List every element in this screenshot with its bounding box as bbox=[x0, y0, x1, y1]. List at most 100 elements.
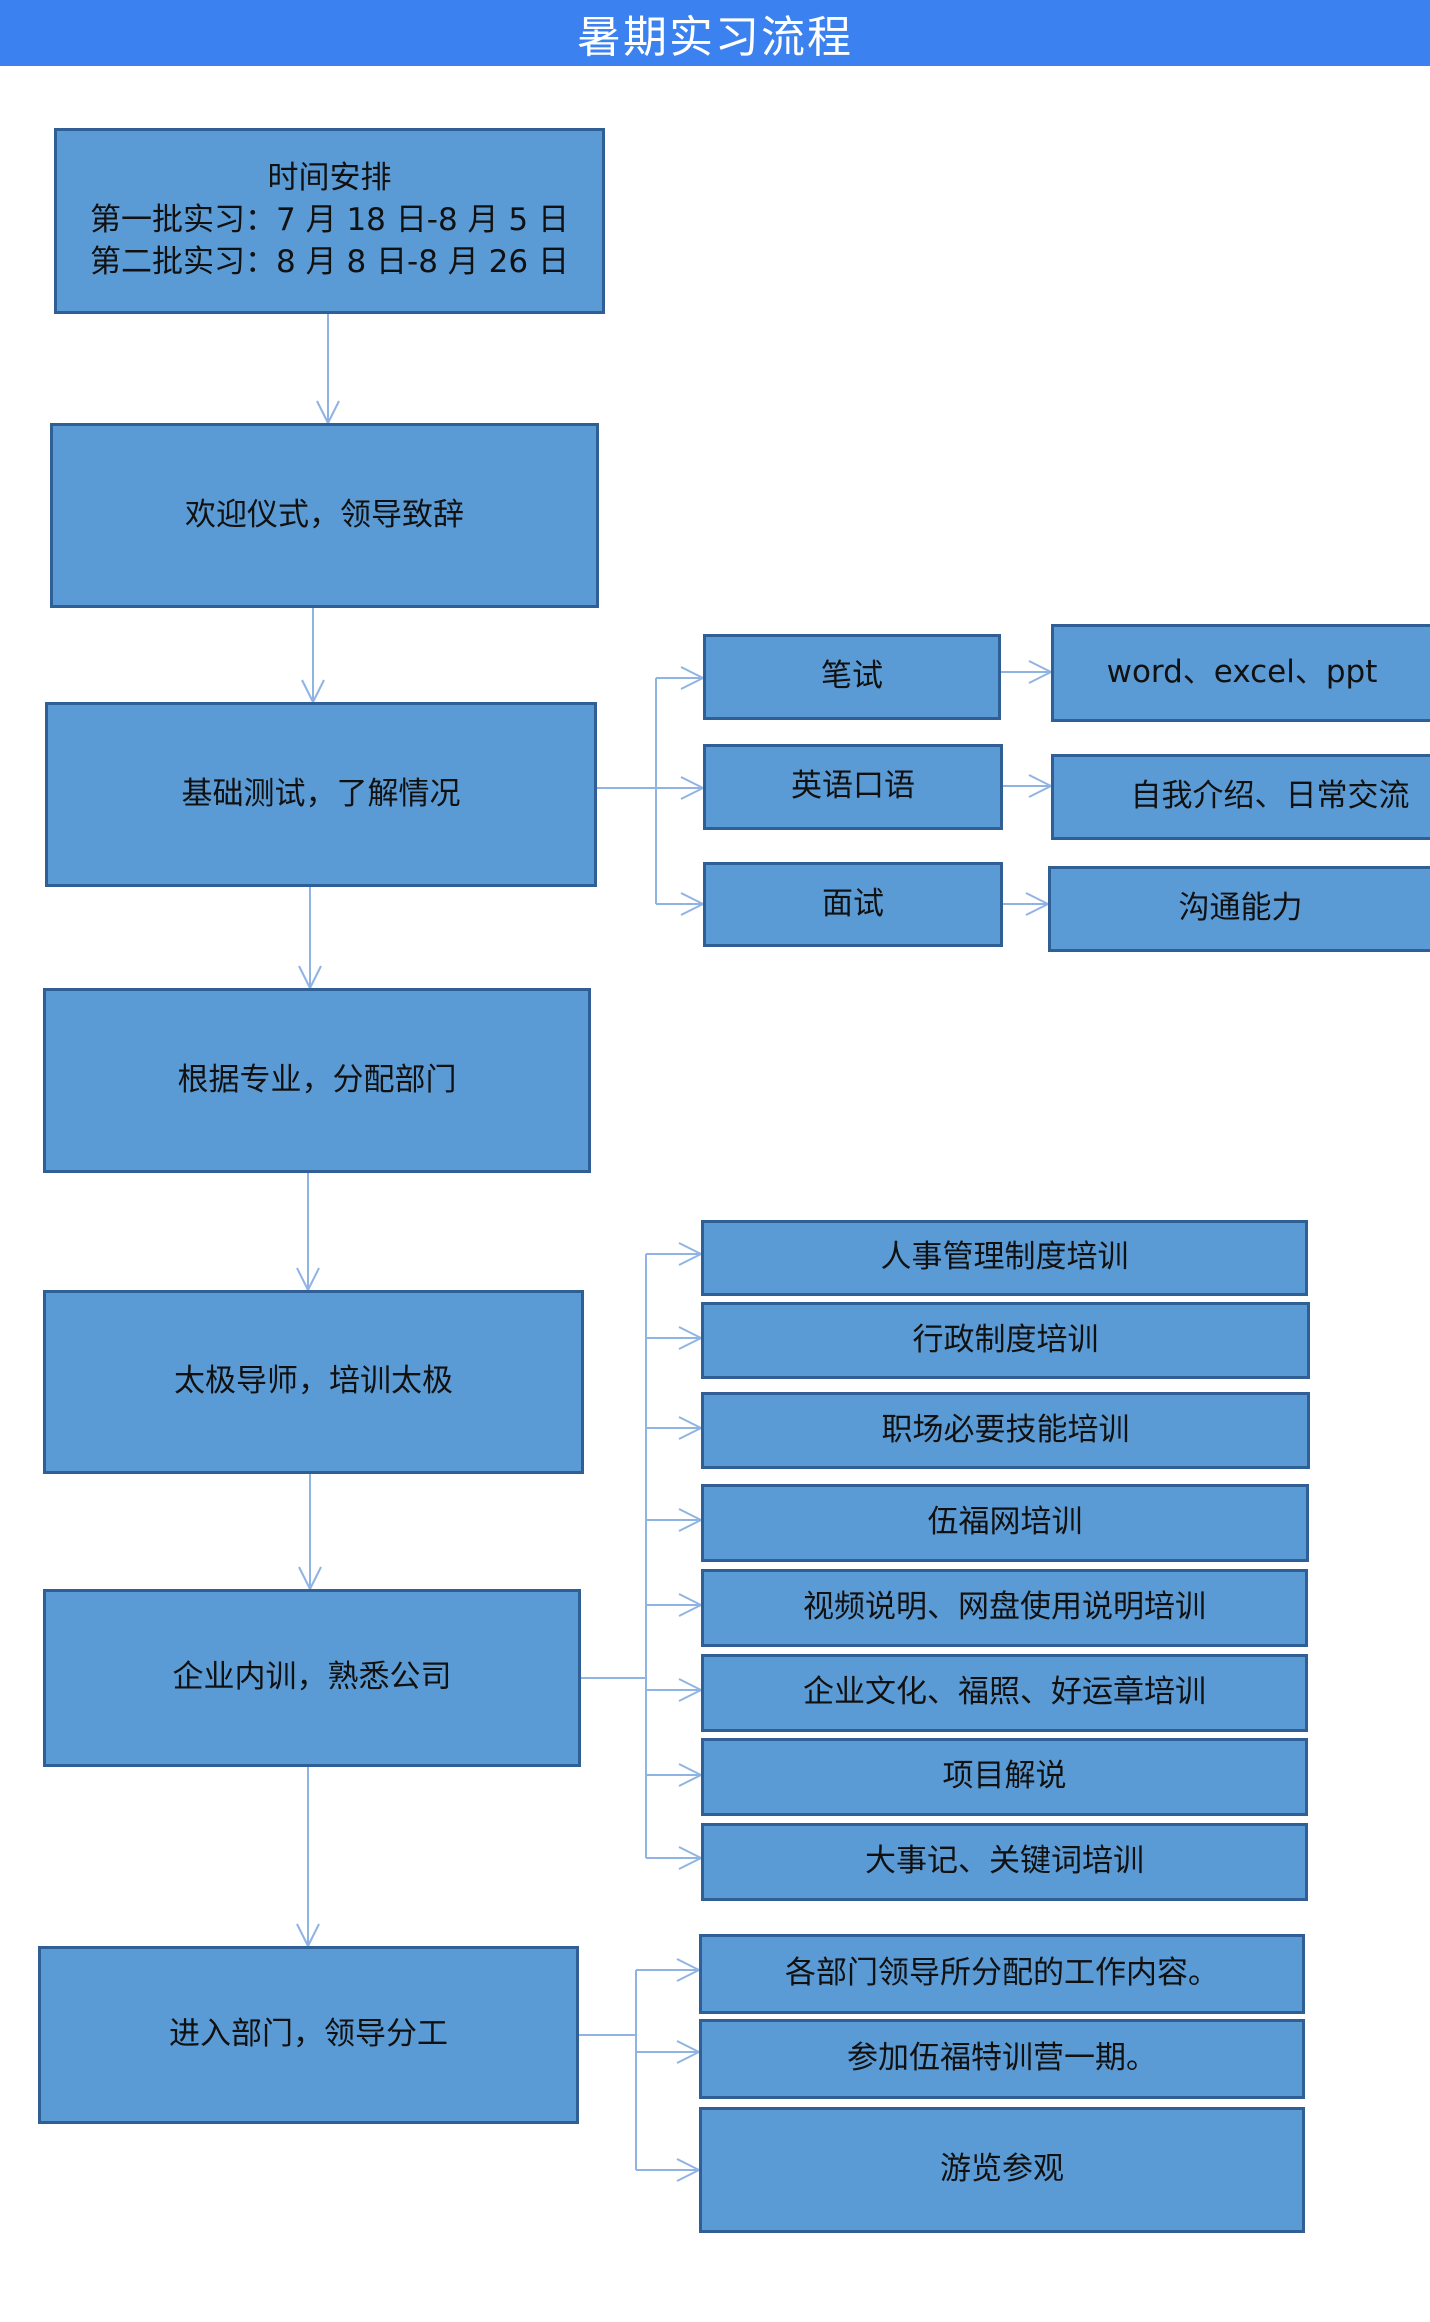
arrowhead bbox=[312, 679, 325, 703]
test-oral-english-label: 英语口语 bbox=[791, 768, 915, 805]
arrowhead bbox=[678, 1763, 702, 1776]
arrowhead bbox=[676, 2158, 700, 2171]
dept-item: 游览参观 bbox=[699, 2107, 1305, 2233]
arrowhead bbox=[678, 1416, 702, 1429]
training-item-label: 人事管理制度培训 bbox=[880, 1239, 1129, 1276]
step-welcome-label: 欢迎仪式，领导致辞 bbox=[185, 496, 464, 533]
training-item-label: 视频说明、网盘使用说明培训 bbox=[803, 1589, 1206, 1626]
written-detail-label: word、excel、ppt bbox=[1106, 654, 1378, 691]
training-item-label: 职场必要技能培训 bbox=[881, 1411, 1130, 1448]
schedule-batch-1: 第一批实习：7 月 18 日-8 月 5 日 bbox=[90, 202, 569, 239]
schedule-box: 时间安排 第一批实习：7 月 18 日-8 月 5 日 第二批实习：8 月 8 … bbox=[54, 128, 605, 314]
arrowhead bbox=[298, 1566, 311, 1590]
training-item: 大事记、关键词培训 bbox=[701, 1823, 1308, 1901]
arrowhead bbox=[309, 965, 322, 989]
arrowhead bbox=[676, 2169, 700, 2182]
test-written-box: 笔试 bbox=[703, 634, 1001, 720]
arrowhead bbox=[676, 1958, 700, 1971]
step-assign-label: 根据专业，分配部门 bbox=[177, 1061, 457, 1098]
schedule-batch-2: 第二批实习：8 月 8 日-8 月 26 日 bbox=[90, 243, 569, 280]
dept-item: 参加伍福特训营一期。 bbox=[699, 2019, 1305, 2099]
arrowhead bbox=[316, 400, 329, 424]
arrowhead bbox=[676, 2040, 700, 2053]
step-taiji: 太极导师，培训太极 bbox=[43, 1290, 584, 1474]
arrowhead bbox=[678, 1774, 702, 1787]
training-item-label: 项目解说 bbox=[942, 1758, 1067, 1795]
test-written-label: 笔试 bbox=[821, 658, 883, 695]
dept-item-label: 参加伍福特训营一期。 bbox=[847, 2040, 1157, 2077]
arrowhead bbox=[327, 400, 340, 424]
training-item: 视频说明、网盘使用说明培训 bbox=[701, 1569, 1308, 1647]
arrowhead bbox=[680, 903, 704, 916]
step-enter: 进入部门，领导分工 bbox=[38, 1946, 579, 2124]
page-title: 暑期实习流程 bbox=[577, 12, 853, 63]
training-item: 项目解说 bbox=[701, 1738, 1308, 1816]
arrowhead bbox=[678, 1846, 702, 1859]
step-internal: 企业内训，熟悉公司 bbox=[43, 1589, 581, 1767]
arrowhead bbox=[678, 1253, 702, 1266]
arrowhead bbox=[676, 2051, 700, 2064]
arrowhead bbox=[678, 1857, 702, 1870]
arrowhead bbox=[678, 1604, 702, 1617]
arrowhead bbox=[678, 1689, 702, 1702]
training-item: 伍福网培训 bbox=[701, 1484, 1309, 1562]
arrowhead bbox=[680, 677, 704, 690]
test-interview-box: 面试 bbox=[703, 862, 1003, 947]
arrowhead bbox=[1028, 671, 1052, 684]
training-item: 行政制度培训 bbox=[701, 1302, 1310, 1379]
arrowhead bbox=[678, 1427, 702, 1440]
training-item: 企业文化、福照、好运章培训 bbox=[701, 1654, 1308, 1732]
training-item: 人事管理制度培训 bbox=[701, 1220, 1308, 1296]
step-taiji-label: 太极导师，培训太极 bbox=[174, 1363, 453, 1400]
arrowhead bbox=[678, 1678, 702, 1691]
dept-item-label: 游览参观 bbox=[940, 2151, 1064, 2188]
test-oral-english-box: 英语口语 bbox=[703, 744, 1003, 830]
arrowhead bbox=[680, 892, 704, 905]
arrowhead bbox=[307, 1267, 320, 1291]
step-test: 基础测试，了解情况 bbox=[45, 702, 597, 887]
arrowhead bbox=[678, 1242, 702, 1255]
arrowhead bbox=[680, 666, 704, 679]
interview-detail-box: 沟通能力 bbox=[1048, 866, 1430, 952]
schedule-title: 时间安排 bbox=[267, 160, 392, 197]
arrowhead bbox=[680, 776, 704, 789]
oral-detail-box: 自我介绍、日常交流 bbox=[1051, 754, 1430, 840]
step-assign: 根据专业，分配部门 bbox=[43, 988, 591, 1173]
arrowhead bbox=[1028, 785, 1052, 798]
training-item-label: 行政制度培训 bbox=[912, 1321, 1099, 1358]
arrowhead bbox=[1028, 774, 1052, 787]
training-item-label: 企业文化、福照、好运章培训 bbox=[803, 1674, 1206, 1711]
dept-item: 各部门领导所分配的工作内容。 bbox=[699, 1934, 1305, 2014]
arrowhead bbox=[301, 679, 314, 703]
step-test-label: 基础测试，了解情况 bbox=[181, 775, 461, 812]
step-welcome: 欢迎仪式，领导致辞 bbox=[50, 423, 599, 608]
arrowhead bbox=[680, 787, 704, 800]
arrowhead bbox=[298, 965, 311, 989]
arrowhead bbox=[678, 1519, 702, 1532]
step-enter-label: 进入部门，领导分工 bbox=[169, 2016, 448, 2053]
arrowhead bbox=[678, 1326, 702, 1339]
arrowhead bbox=[1025, 892, 1049, 905]
arrowhead bbox=[678, 1508, 702, 1521]
dept-item-label: 各部门领导所分配的工作内容。 bbox=[785, 1955, 1219, 1992]
written-detail-box: word、excel、ppt bbox=[1051, 624, 1430, 722]
step-internal-label: 企业内训，熟悉公司 bbox=[172, 1659, 452, 1696]
training-item-label: 大事记、关键词培训 bbox=[865, 1843, 1144, 1880]
page-header: 暑期实习流程 bbox=[0, 0, 1430, 66]
arrowhead bbox=[309, 1566, 322, 1590]
oral-detail-label: 自我介绍、日常交流 bbox=[1130, 778, 1410, 815]
arrowhead bbox=[678, 1337, 702, 1350]
arrowhead bbox=[1028, 660, 1052, 673]
interview-detail-label: 沟通能力 bbox=[1178, 890, 1303, 927]
arrowhead bbox=[678, 1593, 702, 1606]
arrowhead bbox=[307, 1923, 320, 1947]
arrowhead bbox=[1025, 903, 1049, 916]
arrowhead bbox=[676, 1969, 700, 1982]
arrowhead bbox=[296, 1267, 309, 1291]
training-item: 职场必要技能培训 bbox=[701, 1392, 1310, 1469]
arrowhead bbox=[296, 1923, 309, 1947]
training-item-label: 伍福网培训 bbox=[927, 1504, 1083, 1541]
test-interview-label: 面试 bbox=[822, 885, 884, 922]
